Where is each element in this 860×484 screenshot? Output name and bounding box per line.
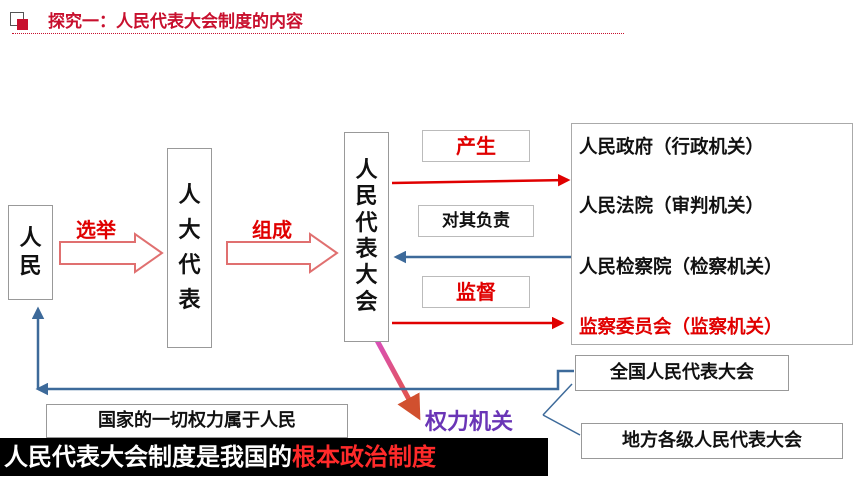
court-item: 人民法院（审判机关） (579, 196, 765, 217)
government-item: 人民政府（行政机关） (579, 137, 765, 158)
produce-label: 产生 (422, 130, 530, 162)
deputies-label: 人大代表 (178, 182, 201, 314)
bracket-local (542, 414, 581, 436)
page-title: 探究一：人民代表大会制度的内容 (48, 12, 303, 32)
state-organs-box: 人民政府（行政机关） 人民法院（审判机关） 人民检察院（检察机关） 监察委员会（… (571, 123, 853, 345)
elect-label: 选举 (76, 218, 116, 242)
congress-box: 人民代表大会 (344, 132, 389, 342)
banner-highlight: 根本政治制度 (292, 443, 436, 471)
supervise-label: 监督 (422, 276, 530, 308)
procuratorate-item: 人民检察院（检察机关） (579, 257, 783, 278)
title-divider (12, 33, 624, 34)
power-organ-label: 权力机关 (425, 410, 514, 435)
elect-arrow (59, 232, 164, 274)
banner-prefix: 人民代表大会制度是我国的 (4, 443, 292, 471)
congress-label: 人民代表大会 (355, 157, 378, 315)
power-organ-arrow (370, 331, 421, 421)
responsible-label: 对其负责 (418, 205, 534, 237)
local-congress-box: 地方各级人民代表大会 (581, 423, 843, 459)
people-label: 人民 (19, 226, 42, 279)
deputies-box: 人大代表 (167, 148, 212, 348)
compose-label: 组成 (252, 218, 292, 242)
power-statement-box: 国家的一切权力属于人民 (46, 404, 348, 438)
people-box: 人民 (8, 205, 53, 300)
npc-box: 全国人民代表大会 (575, 355, 789, 391)
feedback-arrow (35, 369, 574, 396)
header-icon (10, 12, 28, 30)
bracket-npc (542, 383, 573, 416)
conclusion-banner: 人民代表大会制度是我国的根本政治制度 (0, 438, 548, 476)
compose-arrow (226, 232, 339, 274)
produce-arrow (391, 173, 571, 187)
supervision-item: 监察委员会（监察机关） (579, 317, 783, 338)
